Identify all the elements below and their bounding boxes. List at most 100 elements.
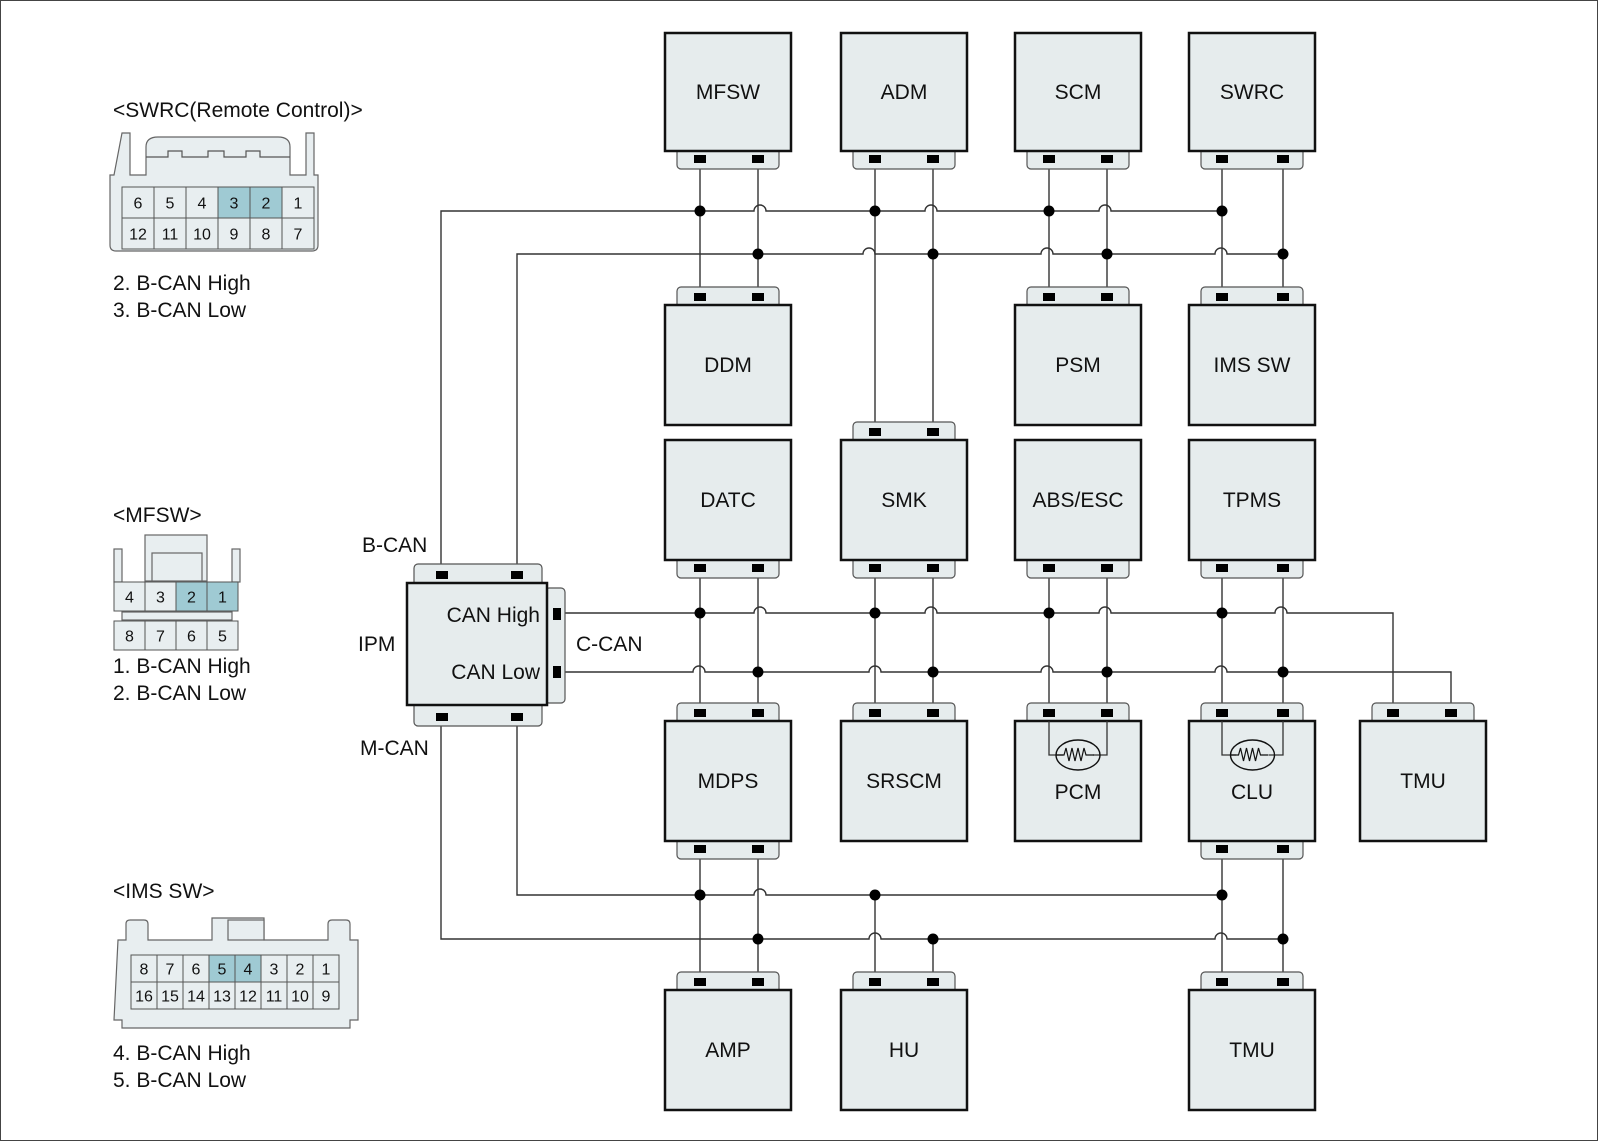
module-hu[interactable]: HU: [839, 971, 969, 1112]
junction-dot: [1277, 248, 1289, 260]
connector-pin-number: 1: [218, 590, 227, 607]
module-psm[interactable]: PSM: [1013, 286, 1143, 427]
module-clu[interactable]: CLU: [1187, 702, 1317, 860]
junction-dot: [1277, 933, 1289, 945]
ipm-can-high-label: CAN High: [447, 604, 540, 627]
connector-mfsw-note-2: 2. B-CAN Low: [113, 682, 247, 705]
connector-mfsw-title: <MFSW>: [113, 504, 202, 527]
junction-dot: [1101, 248, 1113, 260]
connector-pin: [206, 581, 239, 612]
module-pin: [869, 155, 881, 163]
connector-pin: [208, 954, 236, 983]
module-pin: [752, 845, 764, 853]
module-ims-sw[interactable]: IMS SW: [1187, 286, 1317, 427]
module-datc[interactable]: DATC: [663, 438, 793, 579]
connector-pin: [312, 954, 340, 983]
ipm-label: IPM: [358, 633, 395, 656]
module-pin: [752, 155, 764, 163]
module-pin: [1216, 155, 1228, 163]
module-mdps[interactable]: MDPS: [663, 702, 793, 860]
module-pin: [927, 428, 939, 436]
module-pin: [1445, 709, 1457, 717]
connector-pin-number: 7: [294, 227, 303, 244]
module-pin: [1277, 293, 1289, 301]
connector-pin: [121, 186, 155, 219]
module-pin: [694, 709, 706, 717]
module-scm[interactable]: SCM: [1013, 31, 1143, 170]
module-pin: [927, 709, 939, 717]
connector-pin-number: 2: [187, 590, 196, 607]
connector-pin-number: 10: [291, 989, 309, 1006]
module-pin: [1387, 709, 1399, 717]
junction-dot: [869, 889, 881, 901]
connector-pin-number: 4: [244, 962, 253, 979]
module-pin: [1101, 709, 1113, 717]
module-pcm[interactable]: PCM: [1013, 702, 1143, 843]
module-ddm[interactable]: DDM: [663, 286, 793, 427]
connector-pin-number: 10: [193, 227, 211, 244]
connector-pin-number: 12: [129, 227, 147, 244]
connector-pin: [144, 620, 177, 651]
junction-dot: [1101, 666, 1113, 678]
connector-pin: [281, 186, 315, 219]
junction-dot: [869, 205, 881, 217]
ipm-gateway[interactable]: CAN High CAN Low: [405, 563, 566, 727]
connector-pin: [206, 620, 239, 651]
junction-dot: [1043, 607, 1055, 619]
module-pin: [869, 978, 881, 986]
connector-pin: [286, 954, 314, 983]
module-label: ADM: [881, 81, 928, 104]
module-amp[interactable]: AMP: [663, 971, 793, 1112]
connector-swrc-note-2: 3. B-CAN Low: [113, 299, 247, 322]
junction-dot: [927, 248, 939, 260]
junction-dot: [927, 666, 939, 678]
connector-pin: [260, 954, 288, 983]
module-pin: [1043, 709, 1055, 717]
module-label: MFSW: [696, 81, 760, 104]
module-pin: [1101, 564, 1113, 572]
junction-dot: [752, 933, 764, 945]
module-label: SWRC: [1220, 81, 1284, 104]
connector-pin-number: 3: [230, 196, 239, 213]
module-adm[interactable]: ADM: [839, 31, 969, 170]
module-label: ABS/ESC: [1032, 489, 1123, 512]
module-pin: [694, 564, 706, 572]
module-swrc[interactable]: SWRC: [1187, 31, 1317, 170]
module-abs-esc[interactable]: ABS/ESC: [1013, 438, 1143, 579]
ipm-can-low-label: CAN Low: [451, 661, 541, 684]
connector-ims-sw-note-2: 5. B-CAN Low: [113, 1069, 247, 1092]
c-can-label: C-CAN: [576, 633, 643, 656]
connector-pin-number: 8: [262, 227, 271, 244]
module-pin: [1216, 978, 1228, 986]
module-mfsw[interactable]: MFSW: [663, 31, 793, 170]
module-pin: [1277, 564, 1289, 572]
connector-pin-number: 8: [140, 962, 149, 979]
connector-pin-number: 4: [125, 590, 134, 607]
connector-pin: [156, 981, 184, 1010]
connector-swrc-title: <SWRC(Remote Control)>: [113, 99, 363, 122]
module-pin: [752, 564, 764, 572]
connector-pin-number: 14: [187, 989, 205, 1006]
module-pin: [927, 155, 939, 163]
b-can-label: B-CAN: [362, 534, 427, 557]
connector-pin-number: 1: [294, 196, 303, 213]
module-label: PCM: [1055, 781, 1102, 804]
module-smk[interactable]: SMK: [839, 421, 969, 579]
module-pin: [1043, 293, 1055, 301]
connector-ims-sw-note-1: 4. B-CAN High: [113, 1042, 251, 1065]
module-srscm[interactable]: SRSCM: [839, 702, 969, 843]
connector-pin-number: 6: [192, 962, 201, 979]
module-pin: [1216, 564, 1228, 572]
m-can-high-bus: [516, 720, 1222, 896]
module-label: SCM: [1055, 81, 1102, 104]
module-tmu-c[interactable]: TMU: [1358, 702, 1488, 843]
module-pin: [1277, 709, 1289, 717]
module-tpms[interactable]: TPMS: [1187, 438, 1317, 579]
connector-mfsw-note-1: 1. B-CAN High: [113, 655, 251, 678]
module-pin: [694, 155, 706, 163]
connector-pin-number: 6: [134, 196, 143, 213]
module-tmu-m[interactable]: TMU: [1187, 971, 1317, 1112]
